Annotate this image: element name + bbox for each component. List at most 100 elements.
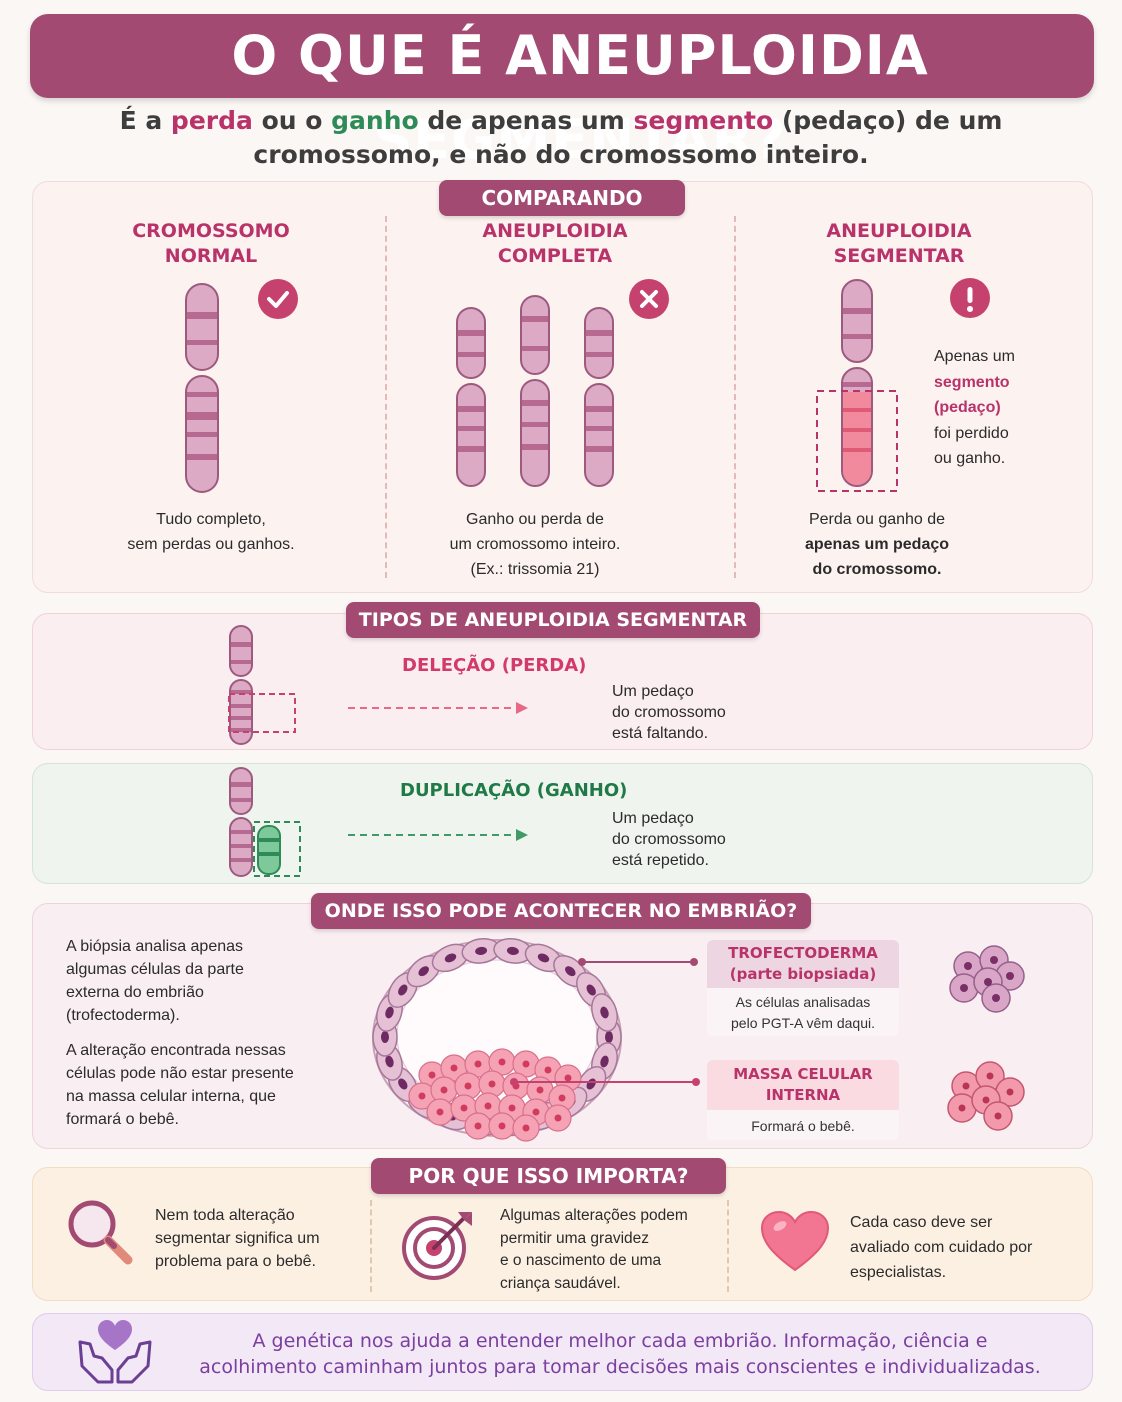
subtitle-perda: perda [170,106,253,135]
subtitle-text: ou o [252,106,332,135]
duplicacao-arrow [348,829,528,841]
massa-header: MASSA CELULAR INTERNA [707,1060,899,1110]
trofecto-desc-line: pelo PGT-A vêm daqui. [731,1015,875,1031]
segmentar-title-line: ANEUPLOIDIA [826,220,972,242]
subtitle: É a perda ou o ganho de apenas um segmen… [80,104,1042,172]
comparando-tag: COMPARANDO [439,180,685,216]
delecao-title: DELEÇÃO (PERDA) [402,655,587,676]
x-icon [629,279,669,319]
importa-text-line: Cada caso deve ser [850,1214,993,1231]
importa-text-2: Algumas alterações podem permitir uma gr… [500,1205,688,1295]
footer-line: acolhimento caminham juntos para tomar d… [199,1356,1041,1378]
embriao-text-line: externa do embrião [66,984,204,1001]
trofecto-cells-icon [949,945,1025,1013]
hands-heart-icon [78,1320,152,1384]
importa-text-line: criança saudável. [500,1274,621,1292]
trophectoderm-cell [461,937,501,964]
title-banner: O QUE É ANEUPLOIDIA SEGMENTAR? [30,14,1094,171]
embriao-text-2: A alteração encontrada nessas células po… [66,1039,294,1131]
exclamation-icon [950,278,990,318]
importa-text-line: problema para o bebê. [155,1253,316,1270]
embryo-illustration [372,937,622,1142]
delecao-desc: Um pedaço do cromossomo está faltando. [612,681,726,744]
column-divider [370,1200,372,1292]
completa-caption: Ganho ou perda de um cromossomo inteiro.… [404,507,666,582]
delecao-desc-line: do cromossomo [612,704,726,721]
importa-text-line: e o nascimento de uma [500,1252,662,1269]
segmentar-side-note: Apenas um segmento (pedaço) foi perdido … [934,344,1064,472]
inner-cell-mass-cell [464,1112,492,1140]
inner-cell-mass-cell [512,1114,540,1142]
trofecto-desc-line: As células analisadas [735,994,871,1010]
completa-caption-line: (Ex.: trissomia 21) [470,561,600,578]
segmentar-chromosome [816,279,898,492]
inner-cell-mass-cell [544,1104,572,1132]
segmentar-caption-line: Perda ou ganho de [808,511,946,528]
embriao-text-1: A biópsia analisa apenas algumas células… [66,935,244,1027]
trofecto-header: TROFECTODERMA (parte biopsiada) [707,940,899,988]
inner-cell-mass-cell [526,1076,554,1104]
importa-text-line: avaliado com cuidado por [850,1239,1033,1256]
duplicacao-desc: Um pedaço do cromossomo está repetido. [612,808,726,871]
massa-cells-icon [947,1061,1025,1131]
footer-panel [32,1313,1093,1391]
importa-text-3: Cada caso deve ser avaliado com cuidado … [850,1210,1032,1285]
trofecto-desc: As células analisadas pelo PGT-A vêm daq… [707,988,899,1034]
segmentar-title: ANEUPLOIDIA SEGMENTAR [768,219,1030,269]
subtitle-ganho: ganho [331,106,419,135]
importa-tag: POR QUE ISSO IMPORTA? [371,1158,726,1194]
massa-title: MASSA CELULAR [733,1065,873,1083]
duplicacao-panel [32,763,1093,884]
column-divider [385,216,387,578]
completa-title-line: ANEUPLOIDIA [482,220,628,242]
magnifier-icon [68,1200,133,1265]
trophectoderm-cell [591,993,618,1032]
segmentar-title-line: SEGMENTAR [833,245,965,267]
inner-cell-mass-cell [454,1072,482,1100]
inner-cell-mass-cell [408,1082,436,1110]
completa-caption-line: um cromossomo inteiro. [449,536,621,553]
embriao-text-line: (trofectoderma). [66,1007,180,1024]
duplicacao-chromosome [229,767,301,877]
target-icon [402,1212,472,1280]
duplicacao-desc-line: do cromossomo [612,831,726,848]
duplicacao-desc-line: está repetido. [612,852,709,869]
side-note-line: ou ganho. [934,450,1006,467]
embriao-tag: ONDE ISSO PODE ACONTECER NO EMBRIÃO? [311,893,811,929]
massa-desc: Formará o bebê. [751,1118,855,1134]
column-divider [734,216,736,578]
normal-title: CROMOSSOMO NORMAL [80,219,342,269]
embriao-text-line: células pode não estar presente [66,1065,294,1082]
massa-title: INTERNA [765,1086,841,1104]
side-note-highlight: segmento [934,373,1010,391]
trofecto-pointer [578,958,698,966]
importa-text-line: Algumas alterações podem [500,1207,688,1224]
completa-caption-line: Ganho ou perda de [466,511,604,528]
check-icon [258,279,298,319]
trofecto-title: TROFECTODERMA [728,944,878,962]
normal-chromosome [185,283,219,493]
massa-pointer [510,1078,700,1086]
footer-message: A genética nos ajuda a entender melhor c… [170,1328,1070,1380]
importa-text-line: especialistas. [850,1264,947,1281]
completa-chromosomes [456,295,614,487]
normal-caption-line: Tudo completo, [156,511,266,528]
segmentar-caption: Perda ou ganho de apenas um pedaço do cr… [746,507,1008,582]
duplicacao-desc-line: Um pedaço [612,810,694,827]
embriao-text-line: A alteração encontrada nessas [66,1042,286,1059]
side-note-line: foi perdido [934,424,1009,442]
column-divider [727,1200,729,1292]
normal-title-line: CROMOSSOMO [132,220,290,242]
delecao-desc-line: está faltando. [612,725,709,742]
heart-icon [760,1210,830,1272]
page-title: O QUE É ANEUPLOIDIA SEGMENTAR? [231,24,929,171]
inner-cell-mass-cell [430,1076,458,1104]
embriao-text-line: algumas células da parte [66,961,244,978]
subtitle-text: de apenas um [418,106,634,135]
importa-text-line: segmentar significa um [155,1230,320,1247]
subtitle-text: É a [119,106,171,135]
trofecto-subtitle: (parte biopsiada) [729,965,877,983]
delecao-arrow [348,702,528,714]
importa-text-1: Nem toda alteração segmentar significa u… [155,1204,320,1273]
inner-cell-mass-cell [440,1054,468,1082]
